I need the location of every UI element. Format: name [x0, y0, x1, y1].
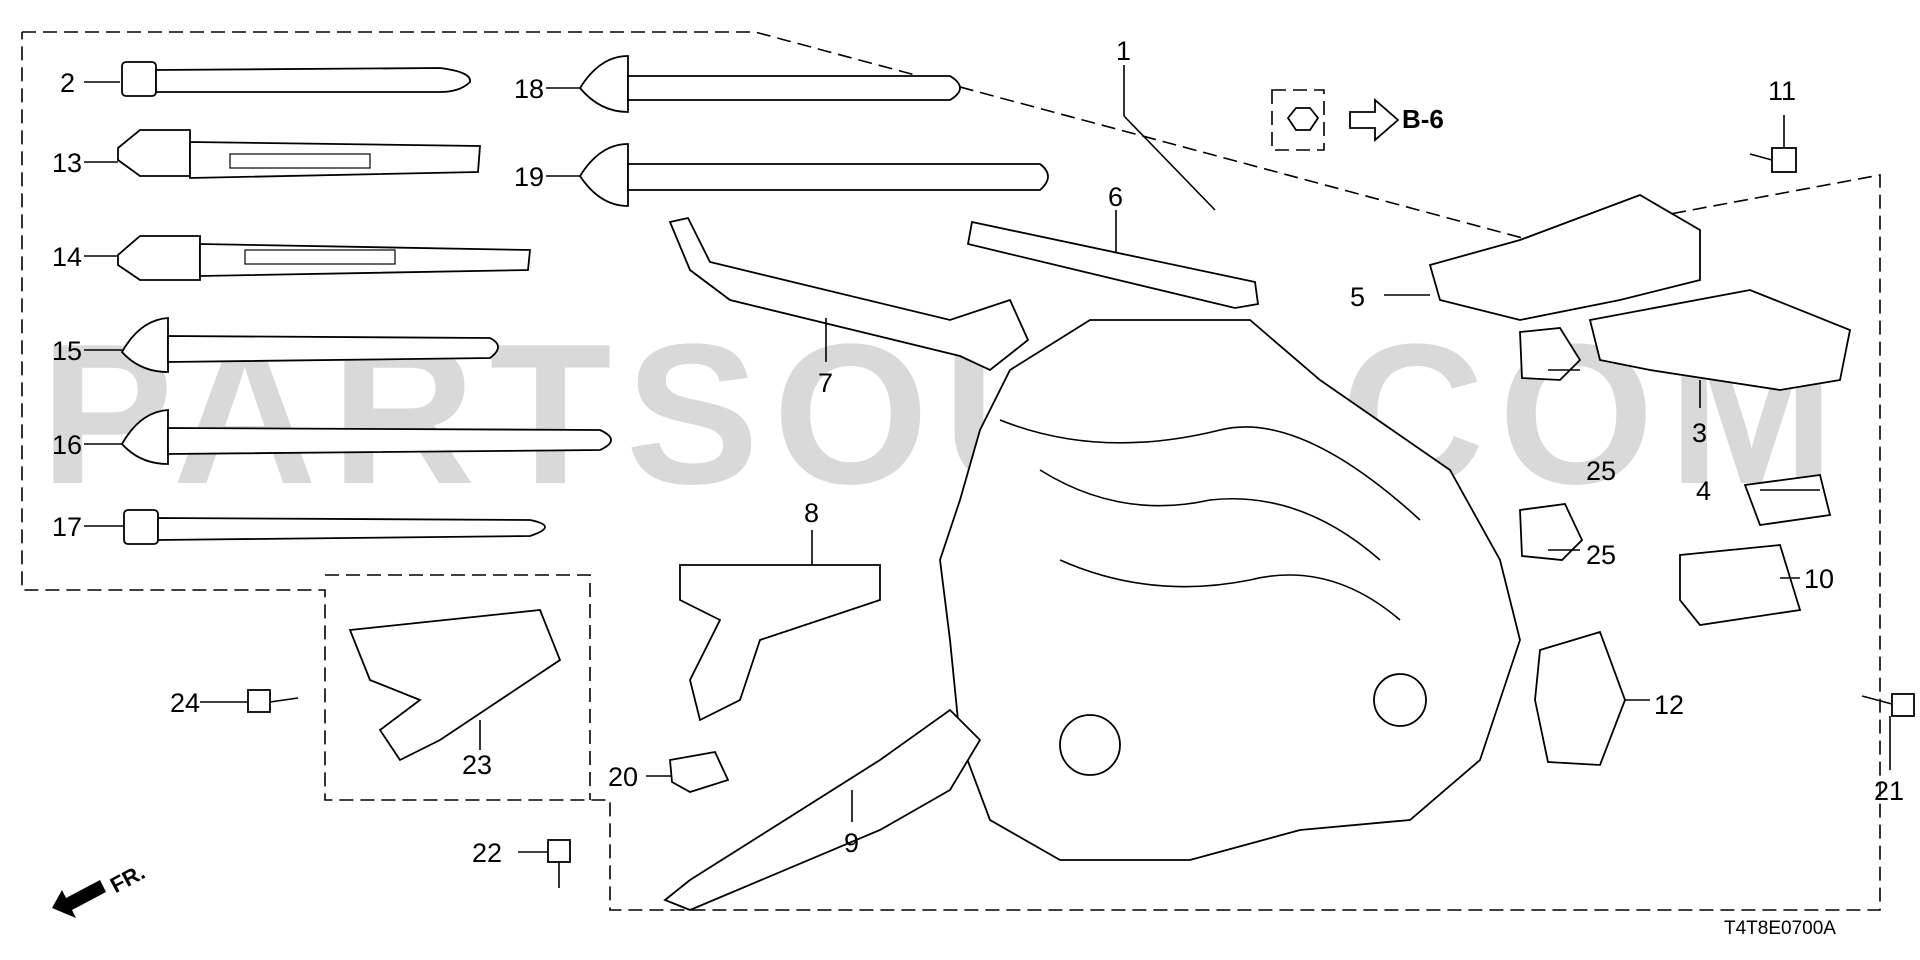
tie-13: [117, 129, 481, 179]
callout-20: 20: [608, 762, 639, 792]
bracket-3: [1588, 289, 1852, 391]
clip-25b: [1519, 503, 1584, 561]
callout-14: 14: [52, 242, 83, 272]
bracket-8: [679, 564, 881, 722]
bracket-7: [668, 216, 1030, 372]
group-border-main: [21, 31, 1881, 911]
box-12: [1534, 630, 1626, 766]
bolt-21: [1861, 693, 1915, 717]
callout-19: 19: [514, 162, 545, 192]
engine-block: [939, 319, 1521, 861]
callout-12: 12: [1654, 690, 1685, 720]
callout-4: 4: [1696, 476, 1712, 506]
callout-7: 7: [818, 368, 834, 398]
callout-9: 9: [844, 828, 860, 858]
callout-25b: 25: [1586, 540, 1617, 570]
tie-14: [117, 235, 531, 281]
callout-5: 5: [1350, 282, 1366, 312]
bolt-11: [1749, 147, 1797, 173]
tie-17: [123, 509, 546, 545]
cover-10: [1679, 544, 1802, 626]
callout-25a: 25: [1586, 456, 1617, 486]
tie-18: [578, 55, 961, 113]
tie-16: [120, 409, 612, 465]
callout-17: 17: [52, 512, 83, 542]
callout-8: 8: [804, 498, 820, 528]
callout-1: 1: [1116, 36, 1132, 66]
group-border-inner: [325, 574, 591, 800]
b6-arrow-icon: [1349, 98, 1400, 142]
nut: [1286, 107, 1320, 131]
bracket-6: [966, 220, 1260, 309]
tie-2: [121, 61, 471, 97]
callout-3: 3: [1692, 418, 1708, 448]
tie-15: [120, 317, 499, 373]
callout-10: 10: [1804, 564, 1835, 594]
front-arrow-icon: [52, 880, 106, 918]
bolt-22: [547, 839, 571, 888]
callout-13: 13: [52, 148, 83, 178]
bracket-9: [663, 708, 982, 911]
callout-6: 6: [1108, 182, 1124, 212]
reference-b6: B-6: [1402, 104, 1444, 134]
callout-15: 15: [52, 336, 83, 366]
callout-18: 18: [514, 74, 545, 104]
callout-24: 24: [170, 688, 201, 718]
bolt-24: [247, 689, 299, 713]
callout-11: 11: [1768, 76, 1797, 106]
callout-22: 22: [472, 838, 503, 868]
callout-21: 21: [1874, 776, 1905, 806]
bracket-5: [1428, 194, 1701, 321]
callout-2: 2: [60, 68, 76, 98]
nut-dash-box: [1271, 89, 1325, 151]
clip-20: [669, 750, 730, 793]
diagram-code: T4T8E0700A: [1724, 918, 1836, 939]
bracket-23: [348, 609, 562, 762]
clip-25a: [1519, 327, 1582, 381]
leader-lines: [84, 65, 1891, 853]
callout-16: 16: [52, 430, 83, 460]
callout-23: 23: [462, 750, 493, 780]
tie-19: [578, 143, 1049, 207]
cover-4: [1743, 474, 1832, 526]
